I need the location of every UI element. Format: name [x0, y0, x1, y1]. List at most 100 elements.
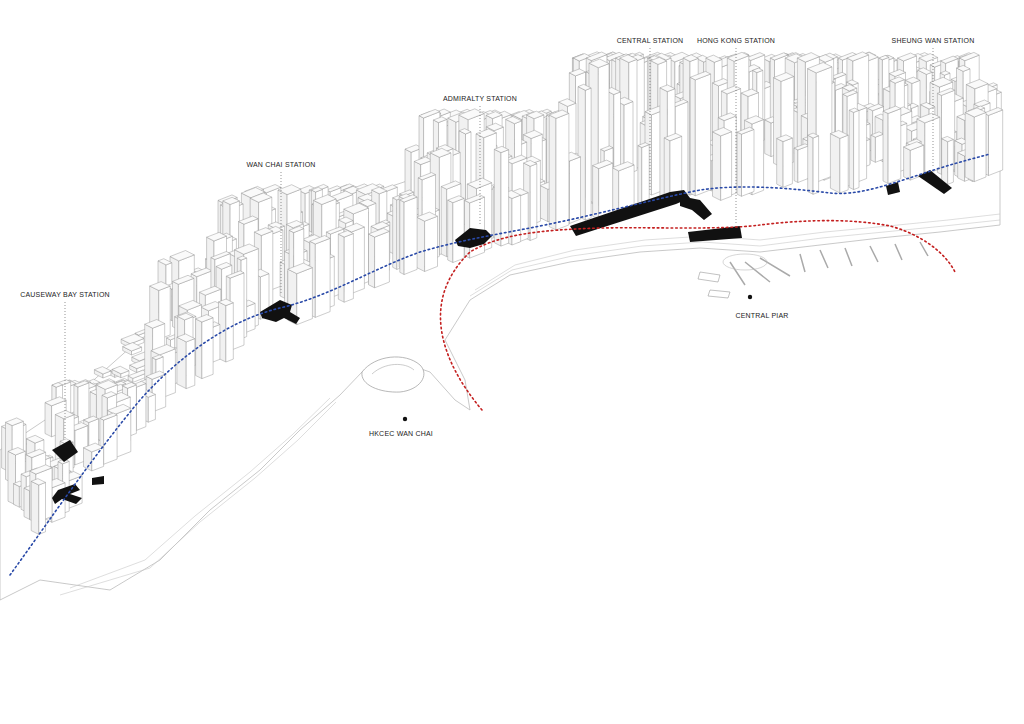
station-block	[680, 196, 712, 220]
building-face	[465, 195, 485, 203]
building-face	[84, 443, 104, 452]
building-face	[425, 216, 438, 271]
building-face	[173, 275, 194, 284]
station-block	[918, 170, 952, 194]
building-face	[842, 85, 856, 91]
building-face	[211, 252, 230, 260]
building-face	[904, 147, 911, 180]
building-face	[372, 187, 387, 194]
building-face	[664, 133, 682, 140]
building-face	[476, 129, 496, 138]
building-face	[177, 334, 195, 342]
building-face	[418, 173, 435, 180]
building-face	[30, 465, 52, 474]
building-face	[278, 185, 301, 195]
building-face	[297, 268, 313, 325]
building-face	[586, 52, 607, 61]
building-face	[26, 435, 44, 443]
building-face	[941, 56, 958, 63]
building-face	[235, 244, 259, 254]
building-face	[620, 55, 637, 63]
building-face	[226, 271, 244, 278]
building-face	[433, 117, 447, 123]
building-face	[774, 73, 794, 82]
building-face	[904, 142, 924, 151]
building-face	[494, 146, 508, 152]
building-face	[843, 90, 857, 96]
building-face	[940, 71, 950, 75]
building-face	[448, 196, 464, 203]
building-face	[52, 383, 63, 388]
building-face	[191, 268, 212, 277]
building-face	[170, 251, 194, 261]
station-label: SHEUNG WAN STATION	[890, 36, 977, 46]
red-line	[440, 221, 955, 410]
building-face	[798, 146, 809, 183]
building-face	[868, 104, 884, 111]
building-face	[414, 157, 432, 165]
building-face	[808, 63, 832, 73]
building-face	[100, 413, 117, 420]
building-face	[925, 117, 940, 175]
building-face	[840, 135, 848, 193]
building-face	[494, 149, 501, 246]
building-face	[136, 384, 146, 431]
building-face	[311, 187, 322, 192]
building-face	[569, 157, 580, 224]
building-face	[202, 318, 213, 379]
building-face	[974, 112, 986, 181]
building-face	[883, 111, 888, 184]
building-face	[310, 236, 330, 245]
building-face	[151, 345, 175, 355]
building-face	[847, 80, 859, 85]
building-face	[638, 143, 649, 148]
building-face	[286, 221, 303, 228]
building-face	[219, 299, 234, 306]
building-face	[31, 479, 45, 485]
location-dot	[748, 295, 752, 299]
building-face	[556, 113, 569, 230]
station-block	[52, 484, 82, 504]
building-face	[441, 181, 461, 189]
building-face	[223, 197, 240, 204]
building-face	[146, 371, 166, 379]
building-face	[917, 113, 940, 123]
leader-lines	[65, 48, 933, 438]
building-face	[942, 136, 954, 141]
building-face	[148, 394, 155, 422]
building-face	[871, 135, 876, 162]
building-face	[695, 74, 710, 196]
building-face	[965, 113, 974, 182]
building-face	[753, 68, 763, 73]
building-face	[898, 53, 917, 61]
building-face	[948, 139, 954, 184]
building-face	[55, 410, 74, 418]
building-face	[78, 383, 89, 423]
building-face	[26, 449, 46, 457]
building-face	[344, 234, 353, 303]
building-face	[960, 52, 980, 60]
building-face	[226, 303, 233, 362]
building-face	[313, 195, 336, 205]
building-face	[512, 195, 521, 245]
building-face	[569, 69, 585, 76]
building-face	[642, 145, 649, 206]
building-face	[239, 216, 259, 224]
building-face	[718, 113, 736, 121]
building-face	[593, 166, 599, 220]
building-face	[849, 110, 853, 189]
building-face	[706, 55, 722, 62]
building-face	[713, 132, 721, 201]
building-face	[589, 59, 609, 68]
building-face	[400, 200, 404, 275]
building-face	[369, 234, 375, 288]
building-face	[289, 226, 304, 232]
building-face	[601, 146, 613, 151]
building-face	[879, 55, 889, 59]
building-face	[315, 238, 330, 317]
building-face	[737, 127, 754, 134]
building-face	[430, 148, 451, 157]
building-face	[919, 54, 938, 62]
